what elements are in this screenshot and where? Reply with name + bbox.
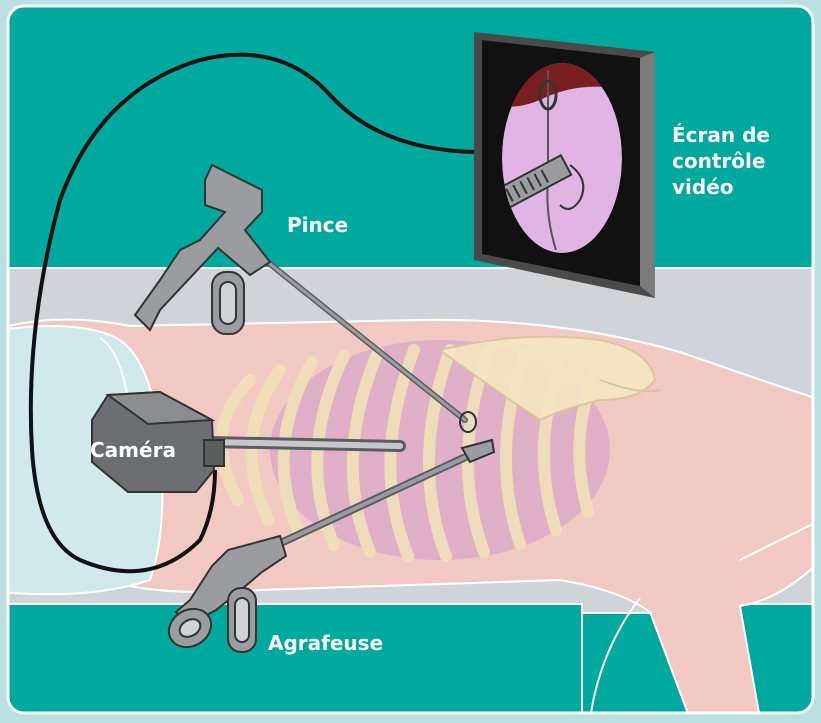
camera-scope-highlight bbox=[210, 442, 400, 446]
grasper-finger-hole bbox=[220, 282, 236, 324]
camera-connector bbox=[204, 440, 224, 466]
stapler-label: Agrafeuse bbox=[268, 630, 383, 656]
table-front-left bbox=[8, 604, 582, 713]
stapler-hole-right bbox=[235, 598, 249, 642]
video-monitor-icon bbox=[474, 32, 655, 298]
grasper-label: Pince bbox=[287, 212, 348, 238]
monitor-label-line-1: Écran de bbox=[672, 122, 770, 148]
monitor-label-line-2: contrôle bbox=[672, 148, 770, 174]
monitor-label-line-3: vidéo bbox=[672, 174, 770, 200]
monitor-label: Écran de contrôle vidéo bbox=[672, 122, 770, 200]
camera-label: Caméra bbox=[90, 437, 176, 463]
monitor-side bbox=[640, 52, 655, 298]
